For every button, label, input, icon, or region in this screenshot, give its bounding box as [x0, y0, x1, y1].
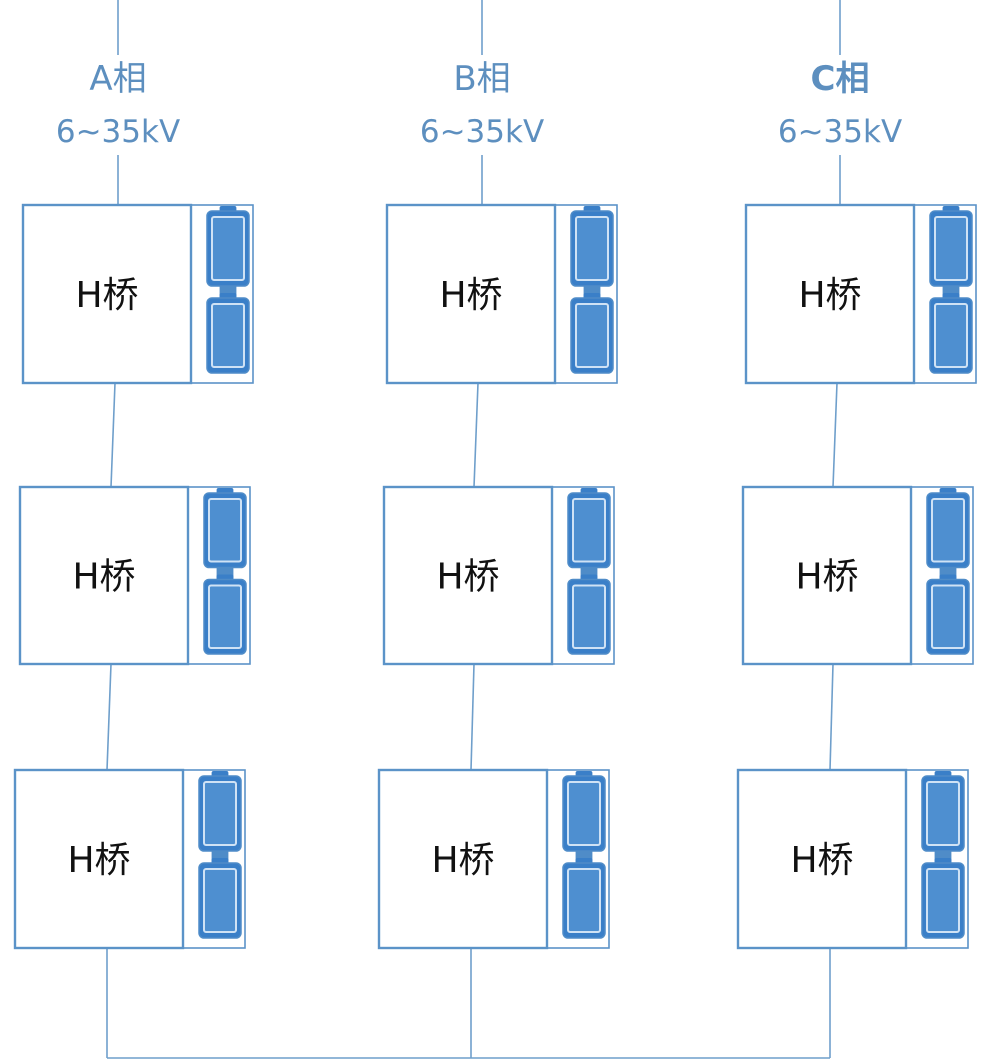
h-bridge-module: H桥 — [18, 485, 251, 666]
h-bridge-box — [744, 203, 916, 385]
wiring — [106, 0, 841, 1059]
h-bridge-modules: H桥 H桥 H桥 H桥 H桥 H桥 H桥 H桥 H桥 — [13, 203, 977, 950]
h-bridge-module: H桥 — [744, 203, 977, 385]
h-bridge-label: H桥 — [72, 557, 135, 598]
h-bridge-box — [382, 485, 554, 666]
h-bridge-module: H桥 — [382, 485, 615, 666]
h-bridge-module: H桥 — [736, 768, 969, 950]
capacitor-core — [567, 868, 601, 933]
series-link-line — [832, 382, 838, 488]
h-bridge-box — [741, 485, 913, 666]
capacitor-core — [572, 498, 606, 563]
capacitor-stack — [926, 488, 970, 655]
capacitor-stack — [198, 771, 242, 939]
phase-label-b: B相 — [453, 59, 510, 99]
h-bridge-label: H桥 — [439, 275, 502, 316]
capacitor-stack — [570, 206, 614, 374]
phase-labels: A相 6~35kV B相 6~35kV C相 6~35kV — [56, 59, 902, 150]
capacitor-core — [926, 781, 960, 846]
capacitor-stack — [562, 771, 606, 939]
h-bridge-box — [18, 485, 190, 666]
phase-label-c: C相 — [811, 59, 870, 99]
h-bridge-label: H桥 — [790, 840, 853, 881]
h-bridge-module: H桥 — [741, 485, 974, 666]
h-bridge-label: H桥 — [431, 840, 494, 881]
capacitor-core — [926, 868, 960, 933]
capacitor-core — [211, 303, 245, 368]
voltage-label-b: 6~35kV — [420, 114, 544, 150]
capacitor-core — [203, 868, 237, 933]
capacitor-stack — [929, 206, 973, 374]
series-link-line — [473, 382, 479, 488]
voltage-label-c: 6~35kV — [778, 114, 902, 150]
capacitor-core — [211, 216, 245, 281]
capacitor-core — [567, 781, 601, 846]
h-bridge-label: H桥 — [67, 840, 130, 881]
h-bridge-module: H桥 — [21, 203, 254, 385]
h-bridge-module: H桥 — [385, 203, 618, 385]
h-bridge-label: H桥 — [795, 557, 858, 598]
capacitor-stack — [567, 488, 611, 655]
series-link-line — [106, 663, 112, 771]
series-link-line — [829, 663, 834, 771]
h-bridge-module: H桥 — [13, 768, 246, 950]
h-bridge-box — [377, 768, 549, 950]
capacitor-core — [208, 584, 242, 649]
h-bridge-box — [21, 203, 193, 385]
voltage-label-a: 6~35kV — [56, 114, 180, 150]
capacitor-stack — [203, 488, 247, 655]
capacitor-core — [575, 303, 609, 368]
h-bridge-box — [736, 768, 908, 950]
capacitor-core — [203, 781, 237, 846]
h-bridge-label: H桥 — [798, 275, 861, 316]
h-bridge-box — [385, 203, 557, 385]
capacitor-core — [931, 584, 965, 649]
phase-label-a: A相 — [89, 59, 146, 99]
capacitor-core — [572, 584, 606, 649]
capacitor-core — [934, 216, 968, 281]
capacitor-core — [208, 498, 242, 563]
capacitor-core — [575, 216, 609, 281]
capacitor-stack — [206, 206, 250, 374]
series-link-line — [110, 382, 116, 488]
capacitor-stack — [921, 771, 965, 939]
h-bridge-label: H桥 — [75, 275, 138, 316]
h-bridge-box — [13, 768, 185, 950]
capacitor-core — [931, 498, 965, 563]
h-bridge-module: H桥 — [377, 768, 610, 950]
capacitor-core — [934, 303, 968, 368]
series-link-line — [470, 663, 475, 771]
h-bridge-label: H桥 — [436, 557, 499, 598]
